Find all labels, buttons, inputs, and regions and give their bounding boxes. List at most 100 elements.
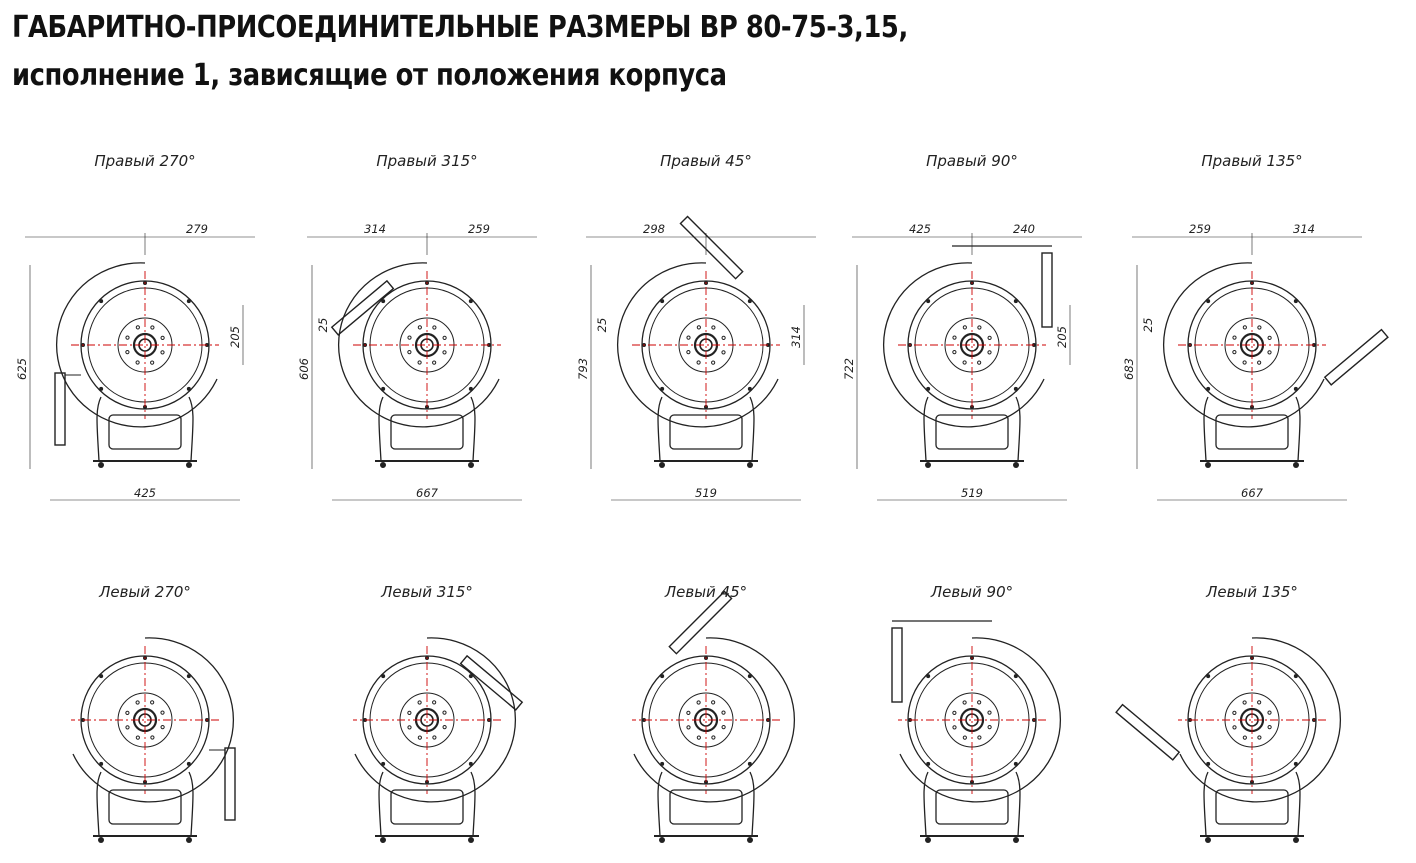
inlet-hole	[135, 325, 140, 330]
dim-top-left: 259	[1189, 222, 1211, 236]
casing-outline	[337, 262, 500, 428]
outlet-group	[330, 279, 395, 336]
dim-top-right: 259	[468, 222, 490, 236]
frame-legs	[1203, 771, 1301, 837]
frame-window	[935, 789, 1009, 825]
dim-top-right: 279	[186, 222, 208, 236]
dim-width: 667	[416, 486, 439, 500]
view-label: Правый 135°	[1201, 152, 1302, 170]
casing-outline	[616, 262, 779, 428]
inlet-hole	[407, 725, 412, 730]
bolt-hole	[1206, 674, 1211, 679]
casing-outline	[882, 262, 1045, 428]
inlet-hole	[952, 335, 957, 340]
inlet-hole	[125, 335, 130, 340]
casing-outline	[899, 637, 1062, 803]
inlet-hole	[686, 335, 691, 340]
inlet-hole	[407, 335, 412, 340]
inlet-hole	[721, 335, 726, 340]
view-label: Правый 315°	[376, 152, 477, 170]
inlet-hole	[125, 725, 130, 730]
frame-legs	[1203, 396, 1301, 462]
frame-legs	[923, 396, 1021, 462]
inlet-hole	[125, 350, 130, 355]
dim-top-right: 240	[1013, 222, 1035, 236]
dim-offset: 25	[1141, 318, 1155, 333]
foot-right	[380, 837, 386, 843]
inlet-hole	[987, 335, 992, 340]
outlet-flange	[330, 279, 395, 336]
inlet-hole	[711, 700, 716, 705]
frame-legs	[96, 771, 194, 837]
dim-top-left: 425	[909, 222, 931, 236]
inlet-hole	[135, 700, 140, 705]
dim-height: 606	[297, 358, 311, 380]
frame-legs	[657, 771, 755, 837]
inlet-hole	[1267, 350, 1272, 355]
frame-legs	[378, 396, 476, 462]
inlet-hole	[987, 350, 992, 355]
inlet-hole	[150, 325, 155, 330]
foot-right	[1293, 462, 1299, 468]
dim-height: 625	[15, 358, 29, 380]
bolt-hole	[1293, 299, 1298, 304]
fan-view	[54, 262, 219, 468]
bolt-hole	[926, 674, 931, 679]
frame-window	[669, 789, 743, 825]
inlet-hole	[977, 735, 982, 740]
inlet-hole	[1257, 360, 1262, 365]
inlet-hole	[962, 325, 967, 330]
inlet-hole	[432, 735, 437, 740]
inlet-hole	[686, 710, 691, 715]
frame-window	[108, 789, 182, 825]
bolt-hole	[99, 386, 104, 391]
inlet-hole	[160, 335, 165, 340]
casing-outline	[354, 637, 517, 803]
inlet-hole	[1257, 700, 1262, 705]
inlet-hole	[952, 710, 957, 715]
fan-view	[891, 620, 1062, 843]
inlet-hole	[442, 350, 447, 355]
dim-height: 683	[1122, 358, 1136, 380]
fan-view	[330, 262, 501, 468]
foot-left	[1013, 837, 1019, 843]
inlet-hole	[711, 325, 716, 330]
bolt-hole	[1206, 761, 1211, 766]
inlet-hole	[1232, 350, 1237, 355]
foot-left	[659, 462, 665, 468]
inlet-hole	[1242, 325, 1247, 330]
bolt-hole	[747, 761, 752, 766]
fan-view	[1162, 262, 1389, 468]
inlet-hole	[125, 710, 130, 715]
dim-width: 425	[134, 486, 156, 500]
inlet-hole	[962, 360, 967, 365]
bolt-hole	[747, 386, 752, 391]
bolt-hole	[660, 761, 665, 766]
inlet-hole	[696, 735, 701, 740]
outlet-flange	[1041, 252, 1053, 328]
foot-right	[659, 837, 665, 843]
outlet-flange	[668, 590, 733, 655]
fan-view	[71, 637, 236, 843]
inlet-hole	[977, 325, 982, 330]
frame-legs	[378, 771, 476, 837]
inlet-hole	[432, 700, 437, 705]
inlet-hole	[160, 725, 165, 730]
bolt-hole	[747, 674, 752, 679]
inlet-hole	[160, 350, 165, 355]
inlet-hole	[977, 700, 982, 705]
inlet-hole	[952, 350, 957, 355]
foot-left	[747, 837, 753, 843]
inlet-hole	[721, 350, 726, 355]
dim-height: 722	[842, 358, 856, 380]
dim-outlet: 314	[789, 326, 803, 348]
bolt-hole	[660, 299, 665, 304]
inlet-hole	[1267, 710, 1272, 715]
foot-right	[747, 462, 753, 468]
outlet-group	[459, 654, 524, 711]
fan-view	[632, 590, 796, 843]
view-label: Правый 270°	[94, 152, 195, 170]
